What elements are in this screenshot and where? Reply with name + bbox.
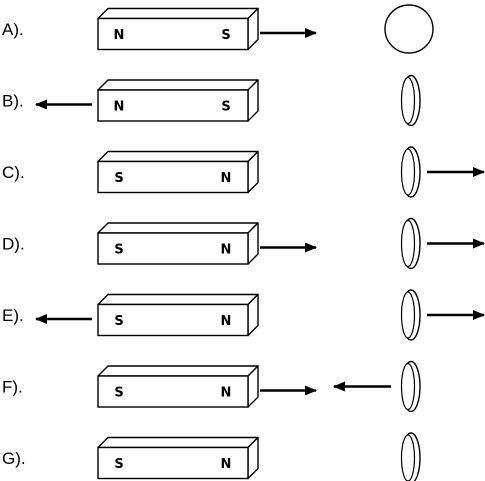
ring-face-view [384, 4, 434, 54]
magnet-right-pole: S [221, 28, 230, 43]
ring-edge-view [400, 360, 421, 413]
row-label: D). [2, 235, 25, 254]
magnet-right-pole: N [221, 314, 232, 329]
magnet-front-face [97, 303, 249, 337]
row-label: C). [2, 163, 25, 182]
magnet-front-face [97, 375, 249, 408]
magnet-left-pole: S [114, 243, 123, 258]
magnet-top-face [97, 222, 259, 234]
ring-edge-view [400, 146, 421, 198]
magnet-left-pole: N [114, 100, 125, 115]
magnet-top-face [97, 7, 259, 20]
ring-edge-view [400, 289, 421, 341]
magnet-top-face [97, 365, 259, 377]
magnet-left-pole: S [114, 314, 123, 329]
magnet-right-pole: N [221, 457, 232, 472]
magnet-front-face [97, 89, 249, 122]
magnet-front-face [97, 232, 249, 265]
magnet-top-face [97, 150, 259, 163]
row-label: G). [2, 449, 26, 468]
magnet-right-pole: N [221, 171, 232, 186]
magnet-top-face [97, 436, 259, 449]
magnet-left-pole: S [114, 457, 123, 472]
row-label: F). [2, 378, 23, 397]
magnet-left-pole: N [114, 28, 125, 43]
ring-edge-view [400, 432, 421, 481]
magnet-front-face [97, 160, 249, 194]
row-label: E). [2, 306, 24, 325]
ring-edge-view [400, 74, 421, 127]
ring-edge-view [400, 217, 421, 270]
magnet-left-pole: S [114, 171, 123, 186]
magnet-front-face [97, 446, 249, 480]
row-label: B). [2, 92, 24, 111]
magnet-top-face [97, 293, 259, 306]
magnet-left-pole: S [114, 386, 123, 401]
row-label: A). [2, 20, 24, 39]
magnet-right-pole: S [221, 100, 230, 115]
magnet-right-pole: N [221, 243, 232, 258]
magnet-front-face [97, 17, 249, 51]
magnet-top-face [97, 79, 259, 91]
magnet-right-pole: N [221, 386, 232, 401]
